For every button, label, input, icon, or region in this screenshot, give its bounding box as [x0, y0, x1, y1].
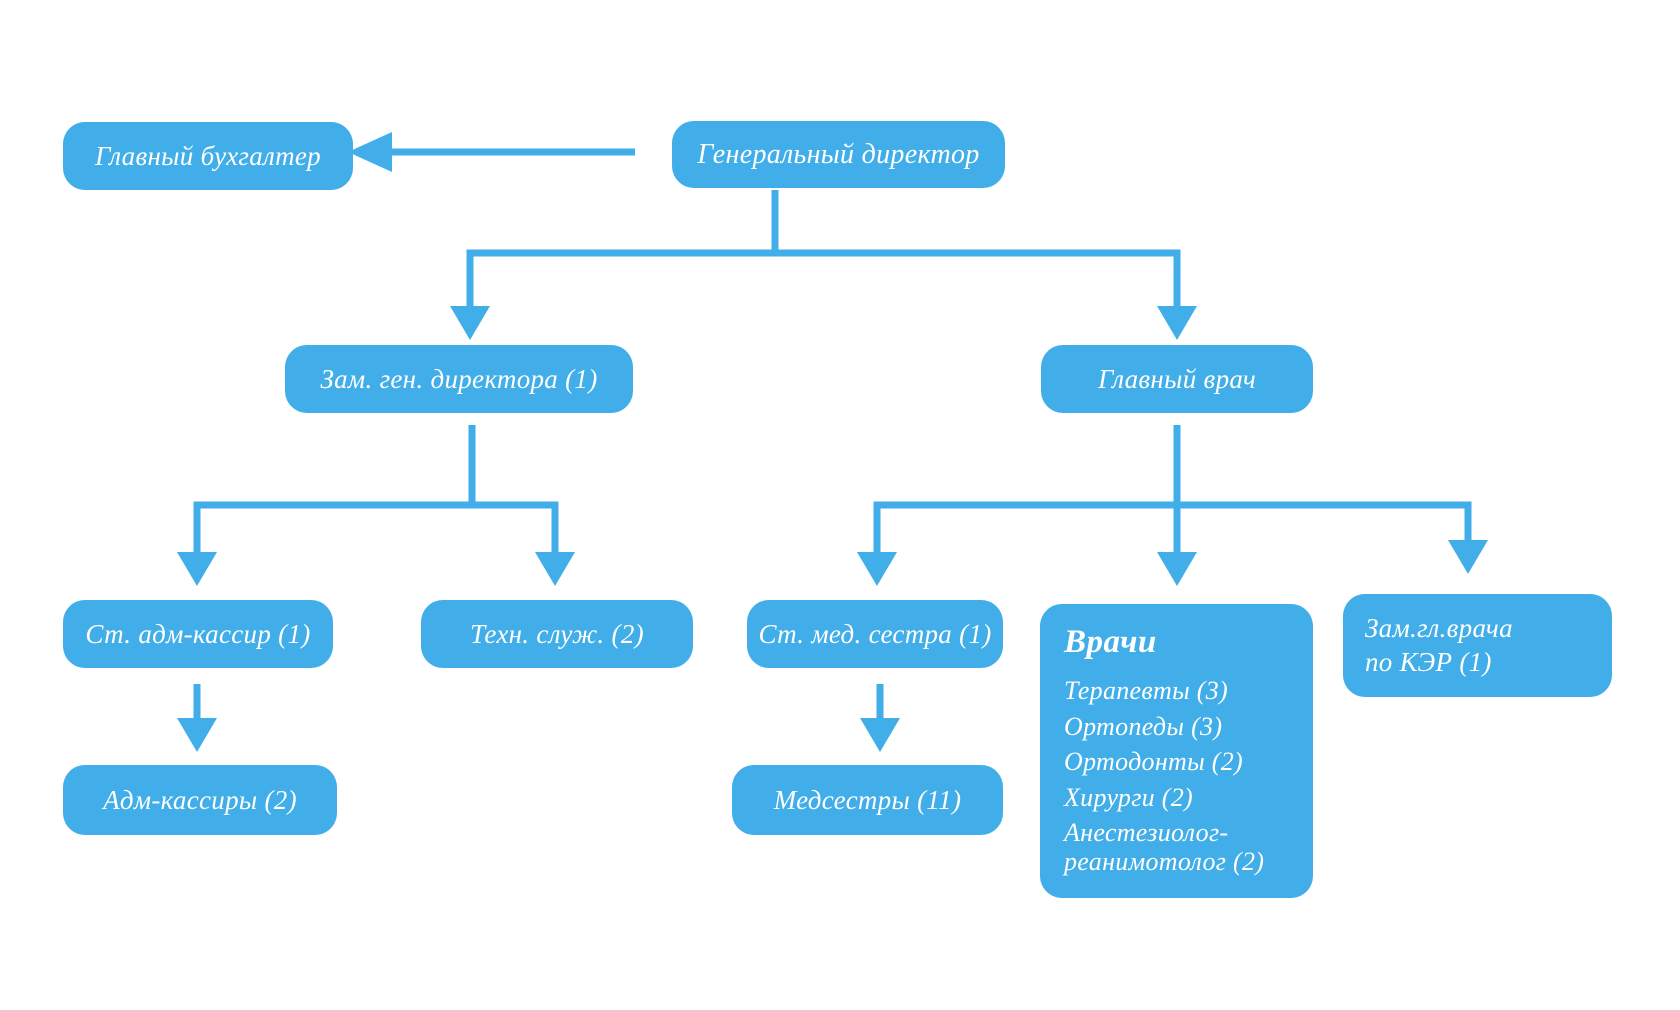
- node-label: Главный бухгалтер: [95, 140, 321, 171]
- node-label-line: Зам.гл.врача: [1365, 612, 1513, 643]
- doctors-item: Терапевты (3): [1064, 676, 1228, 705]
- edge-cashier-down: [177, 684, 217, 752]
- node-label: Зам. ген. директора (1): [320, 363, 598, 394]
- node-cashiers: Адм-кассиры (2): [63, 765, 337, 835]
- node-label: Техн. служ. (2): [470, 618, 644, 649]
- node-doctors: Врачи Терапевты (3) Ортопеды (3) Ортодон…: [1040, 604, 1313, 898]
- node-label: Ст. адм-кассир (1): [85, 618, 311, 649]
- doctors-item: Ортопеды (3): [1064, 711, 1223, 741]
- node-deputy-chief-physician: Зам.гл.врача по КЭР (1): [1343, 594, 1612, 697]
- node-nurses: Медсестры (11): [732, 765, 1003, 835]
- node-label: Адм-кассиры (2): [103, 784, 297, 815]
- node-chief-accountant: Главный бухгалтер: [63, 122, 353, 190]
- node-label: Ст. мед. сестра (1): [758, 618, 992, 649]
- edge-director-branch: [450, 190, 1197, 340]
- doctors-item: Ортодонты (2): [1064, 747, 1244, 777]
- doctors-item: Анестезиолог-реанимотолог (2): [1064, 818, 1265, 876]
- node-chief-physician: Главный врач: [1041, 345, 1313, 413]
- doctors-item: Хирурги (2): [1064, 782, 1193, 812]
- node-general-director: Генеральный директор: [672, 121, 1005, 188]
- node-label: Медсестры (11): [773, 784, 962, 815]
- node-senior-cashier: Ст. адм-кассир (1): [63, 600, 333, 668]
- node-label: Главный врач: [1097, 363, 1257, 394]
- node-label-line: по КЭР (1): [1365, 646, 1492, 677]
- node-tech-staff: Техн. служ. (2): [421, 600, 693, 668]
- node-deputy-director: Зам. ген. директора (1): [285, 345, 633, 413]
- edge-nurse-down: [860, 684, 900, 752]
- node-label: Генеральный директор: [697, 138, 980, 170]
- node-senior-nurse: Ст. мед. сестра (1): [747, 600, 1003, 668]
- edge-physician-branch: [857, 425, 1488, 586]
- edge-director-to-accountant: [348, 132, 635, 172]
- doctors-title: Врачи: [1064, 624, 1157, 660]
- edge-deputy-branch: [177, 425, 575, 586]
